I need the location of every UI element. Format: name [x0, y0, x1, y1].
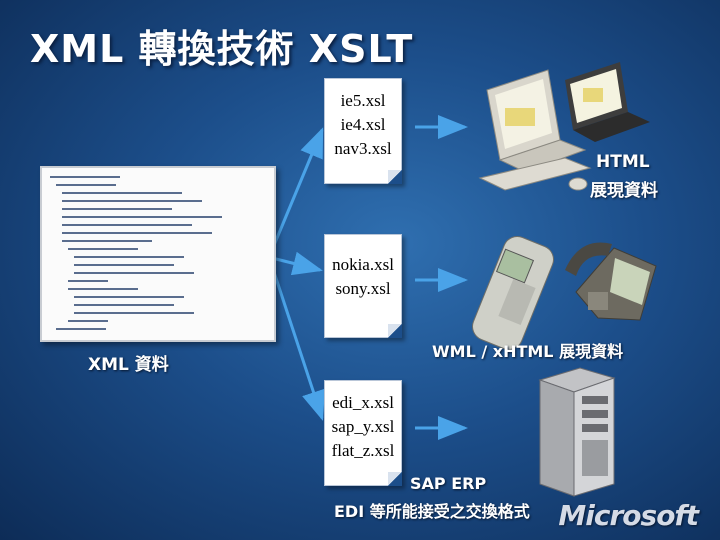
xsl-file-label: ie4.xsl [340, 115, 386, 134]
arrow-xml-to-card3 [270, 265, 325, 421]
xsl-card-phones: nokia.xsl sony.xsl [324, 234, 402, 338]
desktop-computer-icon [478, 69, 592, 191]
xsl-file-label: nav3.xsl [334, 139, 392, 158]
sap-output-label: SAP ERP [410, 474, 487, 493]
xsl-file-label: sap_y.xsl [331, 417, 395, 436]
arrow-xml-to-card2 [271, 251, 323, 276]
page-fold-icon [388, 324, 402, 338]
screen-phone-icon [565, 242, 657, 321]
page-title: XML 轉換技術 XSLT [30, 27, 414, 71]
arrow-xml-to-card1 [270, 127, 324, 251]
xsl-file-label: nokia.xsl [332, 255, 394, 274]
page-fold-icon [388, 170, 402, 184]
xsl-file-label: edi_x.xsl [332, 393, 394, 412]
edi-output-label: EDI 等所能接受之交換格式 [334, 502, 530, 521]
xsl-file-label: flat_z.xsl [331, 441, 395, 460]
html-output-sublabel: 展現資料 [590, 181, 658, 201]
html-output-label: HTML [596, 152, 650, 172]
cell-phone-icon [472, 235, 554, 351]
xsl-file-label: sony.xsl [335, 279, 391, 298]
laptop-icon [565, 62, 650, 142]
xsl-file-label: ie5.xsl [340, 91, 386, 110]
xml-document-icon [40, 166, 276, 342]
xsl-card-erp: edi_x.xsl sap_y.xsl flat_z.xsl [324, 380, 402, 486]
server-tower-icon [538, 367, 616, 497]
page-fold-icon [388, 472, 402, 486]
microsoft-logo: Microsoft [558, 499, 699, 532]
xsl-card-browsers: ie5.xsl ie4.xsl nav3.xsl [324, 78, 402, 184]
wml-output-label: WML / xHTML 展現資料 [432, 342, 624, 361]
xml-data-label: XML 資料 [88, 355, 169, 375]
